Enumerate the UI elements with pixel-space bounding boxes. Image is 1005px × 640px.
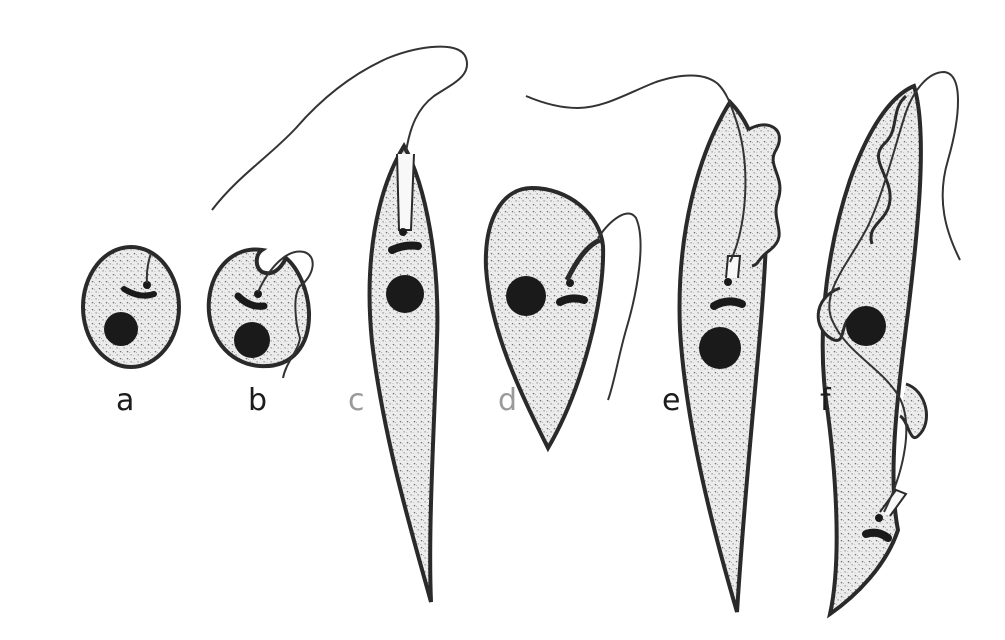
cell-c-kinetoplast xyxy=(392,246,418,251)
cell-d-kinetoplast xyxy=(560,298,584,302)
cell-e-kinetoplast xyxy=(714,301,742,306)
cell-a-body xyxy=(83,247,179,367)
label-f: f xyxy=(820,386,831,416)
cell-b-form xyxy=(209,250,313,378)
label-a: a xyxy=(116,386,134,416)
cell-f-nucleus xyxy=(846,306,886,346)
cell-e-flagellar-pocket xyxy=(726,256,740,278)
cell-a-nucleus xyxy=(104,312,138,346)
cell-f-basal-body xyxy=(875,514,883,522)
label-b: b xyxy=(248,386,267,416)
label-c: c xyxy=(348,386,365,416)
label-d: d xyxy=(498,386,517,416)
cell-e-basal-body xyxy=(724,278,732,286)
cell-a-amastigote xyxy=(83,247,179,367)
cell-b-nucleus xyxy=(234,322,270,358)
cell-c-flagellum xyxy=(212,47,467,210)
cell-c-nucleus xyxy=(386,275,424,313)
cell-e-nucleus xyxy=(699,327,741,369)
cell-f-trypomastigote xyxy=(818,72,960,614)
cell-e-undulating-membrane xyxy=(748,125,780,266)
cell-d-nucleus xyxy=(506,276,546,316)
cell-c-basal-body xyxy=(399,228,407,236)
label-e: e xyxy=(662,386,680,416)
cell-c-flagellar-pocket xyxy=(397,154,414,230)
cell-d-basal-body xyxy=(566,279,574,287)
